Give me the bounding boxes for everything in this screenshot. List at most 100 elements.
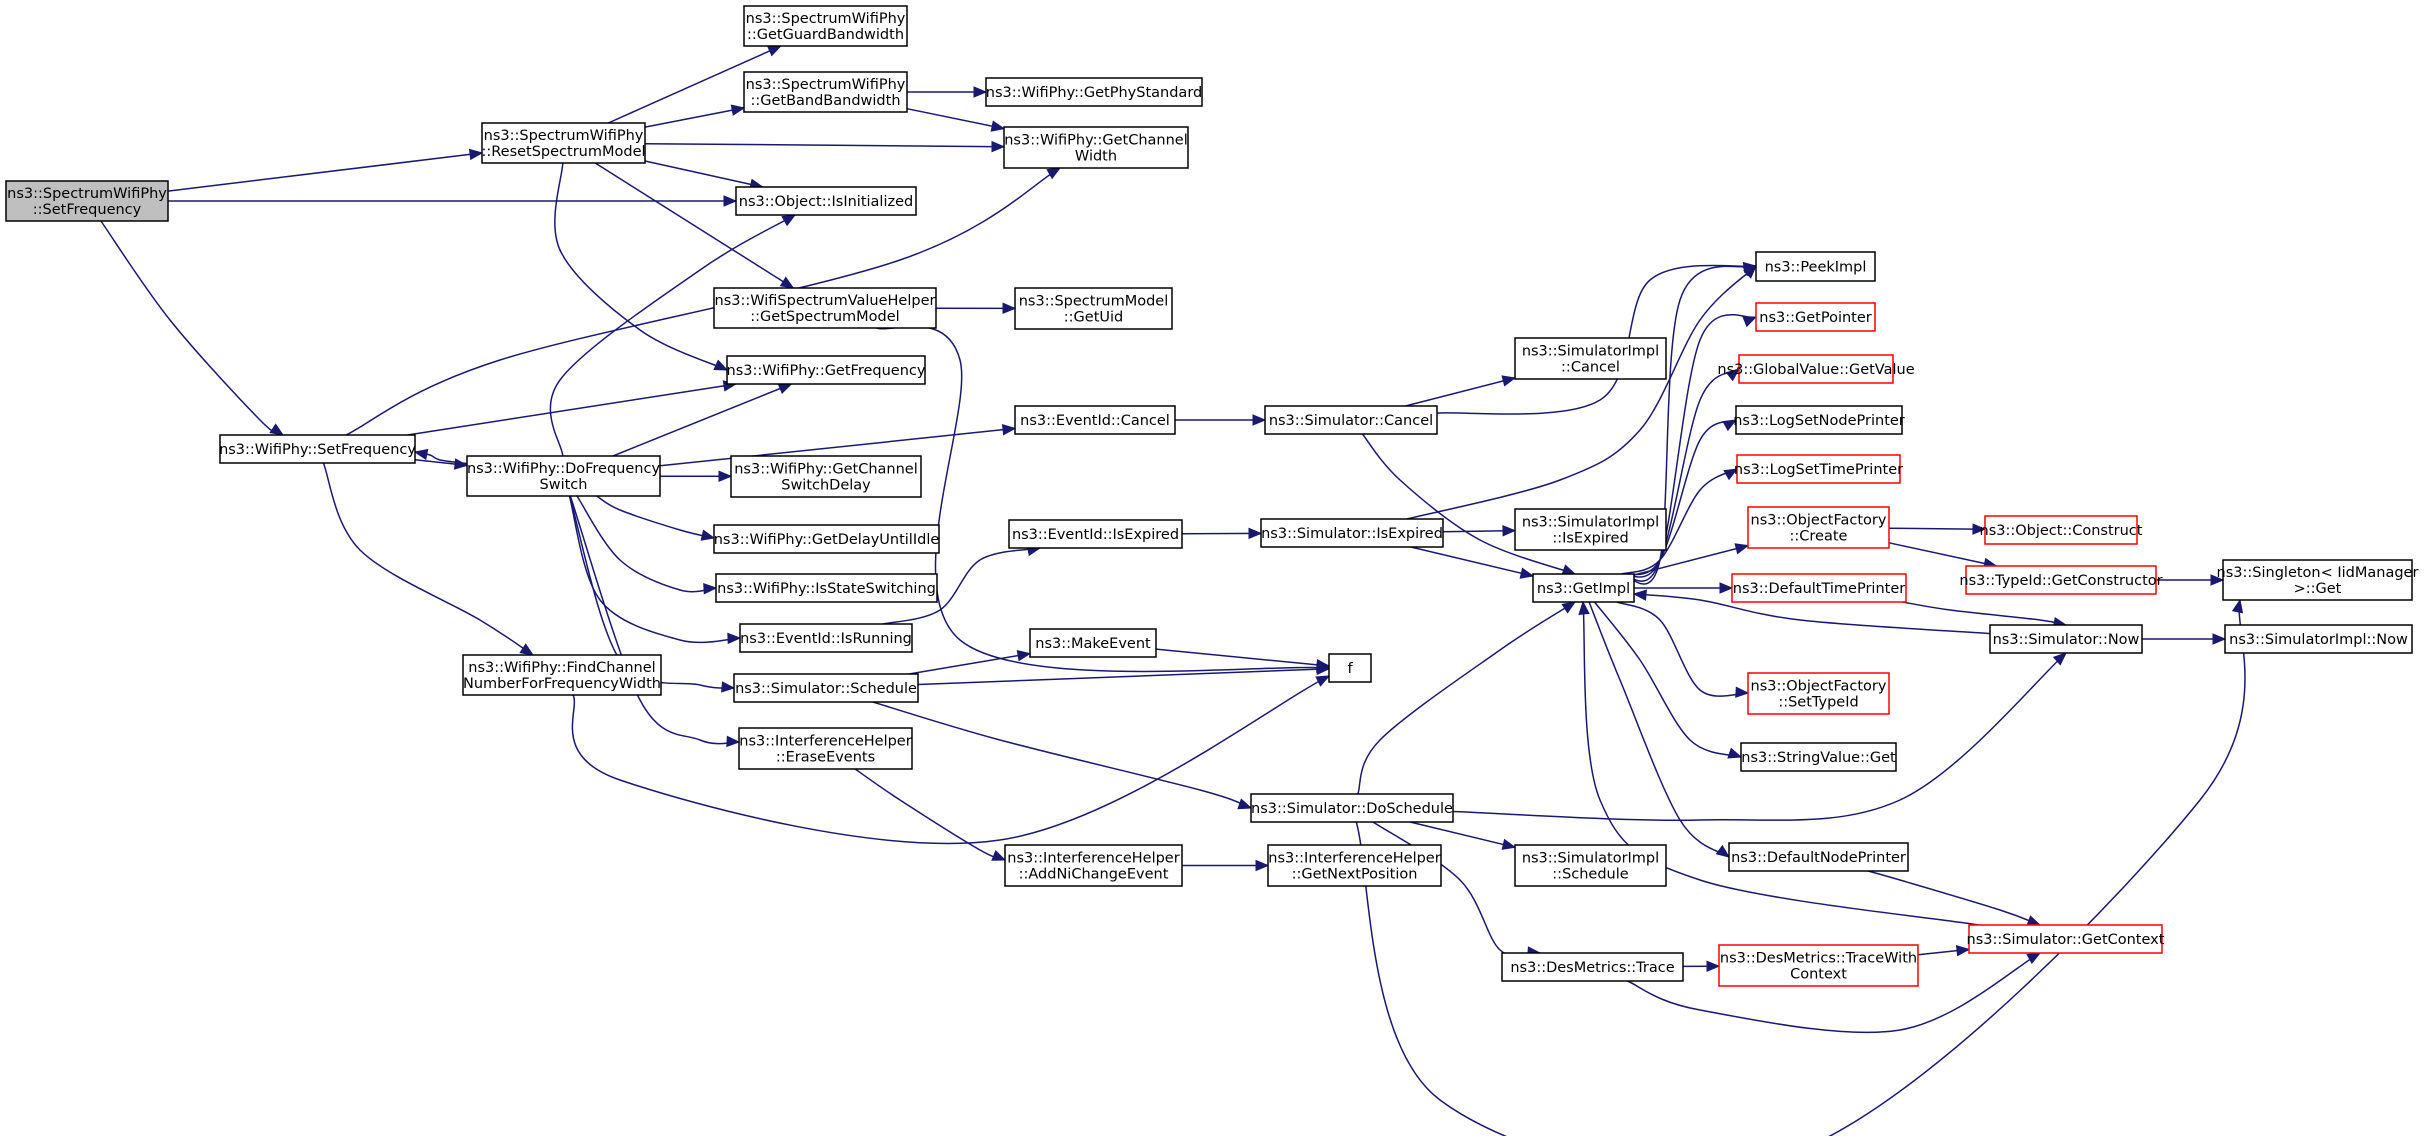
node-n41[interactable]: ns3::StringValue::Get [1740,742,1897,772]
call-edge-n16-n27 [872,701,1253,810]
call-edge-n42-n47 [1867,870,2042,927]
edge-line [1621,313,1757,582]
node-n35[interactable]: ns3::GlobalValue::GetValue [1717,354,1915,384]
node-label: ::AddNiChangeEvent [1019,867,1169,883]
node-n39[interactable]: ns3::DefaultTimePrinter [1731,573,1907,603]
node-n24[interactable]: ns3::InterferenceHelper::GetNextPosition [1267,844,1442,887]
edge-line [1633,544,1749,576]
node-n32[interactable]: ns3::DesMetrics::Trace [1501,952,1684,982]
node-n17[interactable]: ns3::InterferenceHelper::EraseEvents [738,727,913,770]
node-n22[interactable]: f [1328,653,1372,683]
edge-arrowhead [1632,589,1647,601]
node-n21[interactable]: ns3::MakeEvent [1029,628,1157,658]
node-label: ::GetNextPosition [1292,867,1418,883]
node-label: ns3::Simulator::Now [1993,632,2140,648]
edge-line [1155,648,1330,667]
edge-arrowhead [1735,686,1750,698]
node-label: ns3::SpectrumWifiPhy [7,186,167,202]
node-n25[interactable]: ns3::Simulator::Cancel [1264,405,1438,435]
edge-arrowhead [727,632,742,645]
node-n18[interactable]: ns3::WifiPhy::FindChannelNumberForFreque… [462,654,662,696]
node-box [1514,337,1667,380]
node-n2[interactable]: ns3::SpectrumWifiPhy::GetGuardBandwidth [743,5,908,47]
node-n3[interactable]: ns3::SpectrumWifiPhy::GetBandBandwidth [743,71,908,113]
node-n19[interactable]: ns3::EventId::Cancel [1014,405,1176,435]
edge-line [659,427,1016,467]
node-label: ns3::WifiPhy::GetChannel [1004,133,1188,149]
node-label: ::SetFrequency [33,202,142,218]
node-n31[interactable]: ns3::SimulatorImpl::Schedule [1514,844,1667,887]
node-n15[interactable]: ns3::EventId::IsRunning [739,623,913,653]
node-n36[interactable]: ns3::LogSetNodePrinter [1733,405,1905,435]
node-n29[interactable]: ns3::SimulatorImpl::IsExpired [1514,508,1667,551]
call-edge-n1-n6 [644,160,764,190]
node-n40[interactable]: ns3::ObjectFactory::SetTypeId [1747,672,1890,715]
node-n20[interactable]: ns3::EventId::IsExpired [1008,519,1183,549]
edge-line [1452,652,2067,821]
edge-arrowhead [2212,633,2227,645]
node-n27[interactable]: ns3::Simulator::DoSchedule [1250,793,1454,823]
edge-arrowhead [991,850,1007,861]
node-n7[interactable]: ns3::WifiSpectrumValueHelper::GetSpectru… [713,287,937,329]
edge-line [1357,601,1576,795]
node-label: >::Get [2294,581,2342,597]
edge-line [1410,546,1534,577]
node-n48[interactable]: ns3::Singleton< IidManager >::Get [2217,559,2419,601]
node-n1[interactable]: ns3::SpectrumWifiPhy::ResetSpectrumModel [481,122,646,164]
node-n46[interactable]: ns3::Simulator::Now [1989,624,2143,654]
node-box [5,180,169,222]
node-n16[interactable]: ns3::Simulator::Schedule [733,673,919,703]
call-edge-n10-n5 [345,167,1062,436]
call-edge-n30-n33 [1621,265,1758,585]
node-n23[interactable]: ns3::InterferenceHelper::AddNiChangeEven… [1004,844,1183,887]
node-n13[interactable]: ns3::WifiPhy::GetDelayUntilIdle [713,524,940,554]
node-n26[interactable]: ns3::Simulator::IsExpired [1260,518,1444,548]
edge-arrowhead [721,681,736,693]
node-n8[interactable]: ns3::SpectrumModel::GetUid [1014,287,1173,330]
node-n38[interactable]: ns3::ObjectFactory::Create [1747,506,1890,549]
edge-arrowhead [1561,601,1577,614]
edge-arrowhead [1519,567,1535,579]
node-n44[interactable]: ns3::Object::Construct [1980,515,2143,545]
node-n42[interactable]: ns3::DefaultNodePrinter [1728,842,1909,872]
edge-line [882,547,1041,625]
node-label: ns3::LogSetNodePrinter [1733,413,1905,429]
call-edge-n38-n44 [1888,523,1987,535]
node-n47[interactable]: ns3::Simulator::GetContext [1967,924,2165,954]
node-n45[interactable]: ns3::TypeId::GetConstructor [1959,565,2163,595]
node-n30[interactable]: ns3::GetImpl [1532,573,1635,603]
node-n14[interactable]: ns3::WifiPhy::IsStateSwitching [715,573,938,603]
node-n33[interactable]: ns3::PeekImpl [1755,251,1876,282]
node-n10[interactable]: ns3::WifiPhy::SetFrequency [219,434,416,464]
edge-line [644,142,1005,148]
node-n49[interactable]: ns3::SimulatorImpl::Now [2224,624,2413,654]
node-box [1267,844,1442,887]
node-n28[interactable]: ns3::SimulatorImpl::Cancel [1514,337,1667,380]
node-box [1014,405,1176,435]
call-edge-n19-n25 [1175,414,1267,426]
node-label: ns3::GlobalValue::GetValue [1717,362,1914,378]
node-n4[interactable]: ns3::WifiPhy::GetPhyStandard [985,77,1203,107]
node-n6[interactable]: ns3::Object::IsInitialized [735,186,917,216]
node-n34[interactable]: ns3::GetPointer [1755,302,1876,332]
edge-line [554,162,728,371]
node-label: ns3::WifiPhy::GetFrequency [727,363,926,379]
call-edge-n32-n43 [1682,960,1721,972]
call-edge-n0-n6 [168,195,738,207]
node-box [743,71,908,113]
call-edge-n39-n46 [1902,601,2068,629]
node-n0[interactable]: ns3::SpectrumWifiPhy::SetFrequency [5,180,169,222]
edge-line [1621,368,1740,578]
node-box [1735,405,1903,435]
node-n9[interactable]: ns3::WifiPhy::GetFrequency [726,355,926,385]
node-box [1014,287,1173,330]
call-edge-n30-n34 [1621,313,1758,582]
node-n37[interactable]: ns3::LogSetTimePrinter [1734,454,1903,484]
node-label: ns3::DefaultTimePrinter [1733,581,1905,597]
edge-line [876,325,1330,673]
edge-line [1361,433,1576,575]
